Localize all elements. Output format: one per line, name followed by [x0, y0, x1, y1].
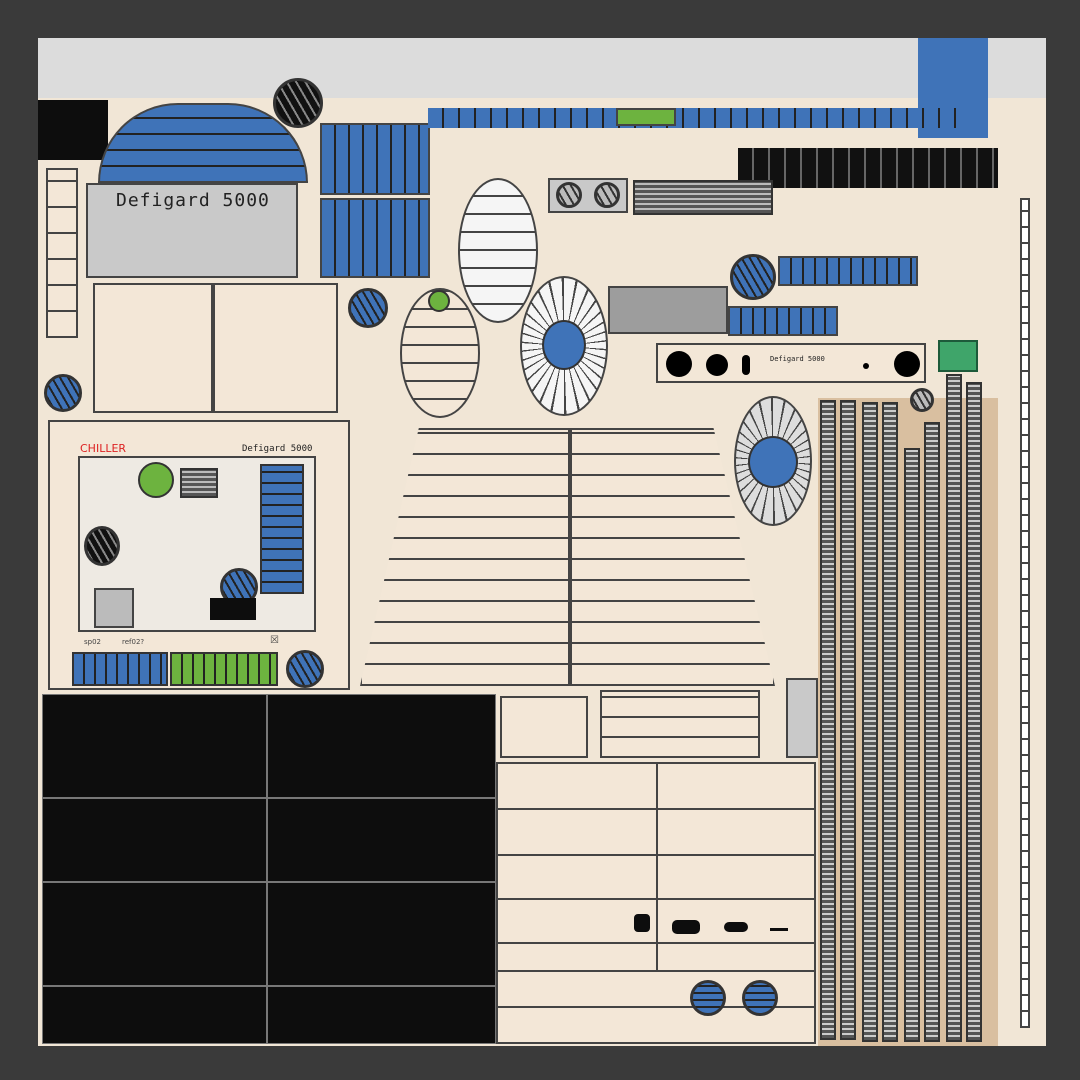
rail-grille — [840, 400, 856, 1040]
small-grille — [180, 468, 218, 498]
blue-vent-icon — [44, 374, 82, 412]
cream-panel-left-a — [93, 283, 213, 413]
chiller-panel: CHILLER Defigard 5000 sp02 ref02? ☒ — [48, 420, 350, 690]
grille-hub-icon — [748, 436, 798, 488]
round-vent-icon — [273, 78, 323, 128]
divider — [656, 764, 658, 970]
blue-vent-icon — [730, 254, 776, 300]
blue-slat-panel-upper — [320, 123, 430, 195]
main-brand-label: Defigard 5000 — [116, 190, 270, 211]
rail-grille — [966, 382, 982, 1042]
green-button-icon — [428, 290, 450, 312]
rail-grille — [946, 374, 962, 1042]
blue-slat-strip — [778, 256, 918, 286]
blue-dome-panel — [98, 103, 308, 183]
black-bracket — [38, 100, 108, 160]
sp-code-label: sp02 — [84, 638, 101, 646]
green-battery-bar — [170, 652, 278, 686]
black-port — [210, 598, 256, 620]
striped-oval-panel — [458, 178, 538, 323]
square-socket — [94, 588, 134, 628]
grey-display-panel — [608, 286, 728, 334]
small-vent-icon — [910, 388, 934, 412]
green-vent-icon — [138, 462, 174, 498]
green-connector — [616, 108, 676, 126]
pin-icon — [770, 928, 788, 931]
blue-battery-bar — [72, 652, 168, 686]
green-screen-icon — [938, 340, 978, 372]
radial-grille-panel — [734, 396, 812, 526]
dark-grille — [633, 180, 773, 215]
grid-cell — [42, 986, 267, 1044]
blue-slat-column — [260, 464, 304, 594]
divider — [498, 1006, 814, 1008]
divider — [498, 970, 814, 972]
back-panel — [496, 762, 816, 1044]
port-hole-icon — [894, 351, 920, 377]
port-icon — [634, 914, 650, 932]
radial-fan-panel — [520, 276, 608, 416]
fan-hub-icon — [542, 320, 586, 370]
rail-grille — [924, 422, 940, 1042]
cream-panel-left-b — [213, 283, 338, 413]
ref-code-label: ref02? — [122, 638, 145, 646]
triangle-bracket-panel — [500, 696, 588, 758]
blue-vent-icon — [690, 980, 726, 1016]
black-grille-strip — [738, 148, 998, 188]
uv-texture-sheet: Defigard 5000 Defigard 5000 — [38, 38, 1046, 1046]
port-hole-icon — [706, 354, 728, 376]
chiller-brand-label: Defigard 5000 — [242, 444, 313, 454]
grey-bar — [786, 678, 818, 758]
knob-icon — [556, 182, 582, 208]
close-mark-icon: ☒ — [270, 635, 279, 646]
grid-cell — [267, 798, 496, 882]
blue-slat-strip — [728, 306, 838, 336]
grid-cell — [267, 882, 496, 986]
rail-grille — [904, 448, 920, 1042]
blue-rail-strip — [428, 108, 968, 128]
blue-slat-panel-lower — [320, 198, 430, 278]
rail-grille — [862, 402, 878, 1042]
side-brand-label: Defigard 5000 — [770, 355, 825, 363]
grid-cell — [42, 694, 267, 798]
grid-cell — [267, 986, 496, 1044]
grid-cell — [267, 694, 496, 798]
connector-plate — [548, 178, 628, 213]
chiller-label: CHILLER — [80, 442, 127, 455]
port-icon — [724, 922, 748, 932]
striped-plate — [600, 690, 760, 758]
blue-vent-icon — [348, 288, 388, 328]
top-grey-band — [38, 38, 1046, 98]
small-hole-icon — [863, 363, 869, 369]
main-brand-panel: Defigard 5000 — [86, 183, 298, 278]
chiller-inner-panel — [78, 456, 316, 632]
grid-cell — [42, 798, 267, 882]
black-grid-block — [42, 694, 496, 1044]
black-vent-icon — [84, 526, 120, 566]
vent-icon — [594, 182, 620, 208]
grid-cell — [42, 882, 267, 986]
port-hole-icon — [666, 351, 692, 377]
funnel-panel-left — [360, 428, 570, 686]
port-slot-icon — [742, 355, 750, 375]
rail-grille — [820, 400, 836, 1040]
port-icon — [672, 920, 700, 934]
blue-vent-icon — [742, 980, 778, 1016]
thin-ladder-rail — [1020, 198, 1030, 1028]
side-brand-strip: Defigard 5000 — [656, 343, 926, 383]
left-vertical-strip — [46, 168, 78, 338]
blue-vent-icon — [286, 650, 324, 688]
rail-grille — [882, 402, 898, 1042]
